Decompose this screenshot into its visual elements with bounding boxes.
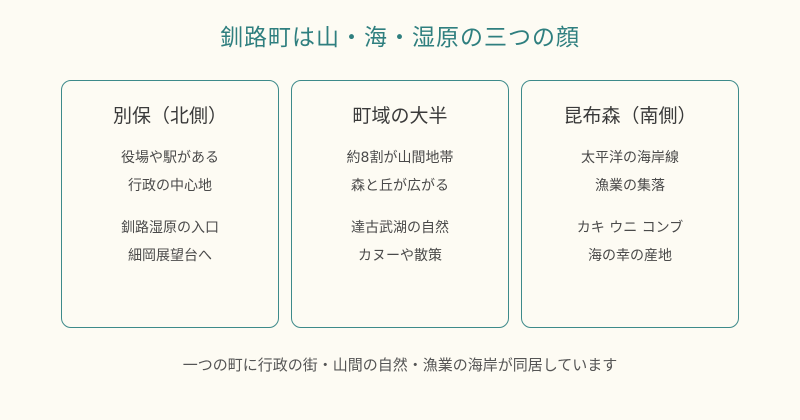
panel-text-line: 太平洋の海岸線 [581,150,679,166]
panel-text-line: 漁業の集落 [595,178,665,194]
diagram-title: 釧路町は山・海・湿原の三つの顔 [220,25,580,51]
panel-text-group: 達古武湖の自然 カヌーや散策 [292,214,508,270]
panel-text-line: 役場や駅がある [121,150,219,166]
panel-text-group: 約8割が山間地帯 森と丘が広がる [292,144,508,200]
panel-text-line: 行政の中心地 [128,178,212,194]
panel-south-konbumori: 昆布森（南側） 太平洋の海岸線 漁業の集落 カキ ウニ コンブ 海の幸の産地 [521,80,739,328]
panel-north-beppo: 別保（北側） 役場や駅がある 行政の中心地 釧路湿原の入口 細岡展望台へ [61,80,279,328]
panel-central-mountains: 町域の大半 約8割が山間地帯 森と丘が広がる 達古武湖の自然 カヌーや散策 [291,80,509,328]
panel-text-group: 役場や駅がある 行政の中心地 [62,144,278,200]
panel-text-group: カキ ウニ コンブ 海の幸の産地 [522,214,738,270]
panel-text-group: 太平洋の海岸線 漁業の集落 [522,144,738,200]
panel-text-line: 達古武湖の自然 [351,220,449,236]
panel-text-line: 釧路湿原の入口 [121,220,219,236]
footer-caption: 一つの町に行政の街・山間の自然・漁業の海岸が同居しています [182,356,618,374]
panel-text-line: 海の幸の産地 [588,248,672,264]
panel-text-line: カヌーや散策 [358,248,442,264]
panel-text-group: 釧路湿原の入口 細岡展望台へ [62,214,278,270]
panel-text-line: 約8割が山間地帯 [346,150,454,166]
panel-text-line: 森と丘が広がる [351,178,449,194]
panel-heading: 町域の大半 [352,105,448,127]
panel-text-line: 細岡展望台へ [128,248,212,264]
panel-heading: 別保（北側） [112,105,227,127]
panel-text-line: カキ ウニ コンブ [576,220,684,236]
panel-heading: 昆布森（南側） [563,105,697,127]
